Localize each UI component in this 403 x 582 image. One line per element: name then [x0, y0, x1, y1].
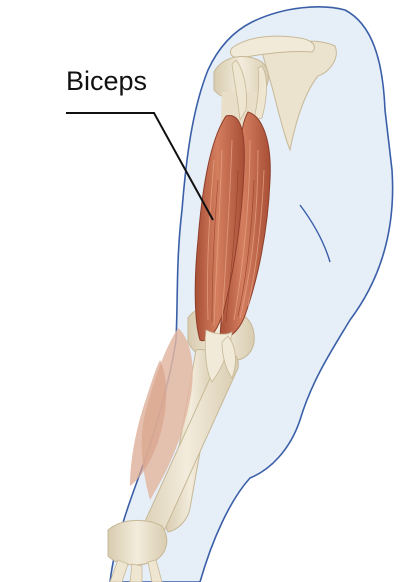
- scapula: [261, 40, 337, 152]
- biceps-label: Biceps: [66, 66, 148, 96]
- wrist-bones: [107, 520, 168, 566]
- axilla-line: [299, 204, 331, 263]
- forearm-muscle: [141, 328, 193, 500]
- metacarpal-1: [109, 559, 129, 582]
- metacarpal-2: [129, 563, 143, 582]
- metacarpal-3: [147, 559, 163, 582]
- muscle-fibres-dark: [211, 169, 255, 323]
- bicipital-aponeurosis: [221, 335, 236, 379]
- label-leader-line: [66, 112, 214, 221]
- forearm-muscle-2: [130, 360, 167, 486]
- muscle-fibres: [207, 139, 265, 327]
- biceps-tendon-long-head: [231, 59, 247, 122]
